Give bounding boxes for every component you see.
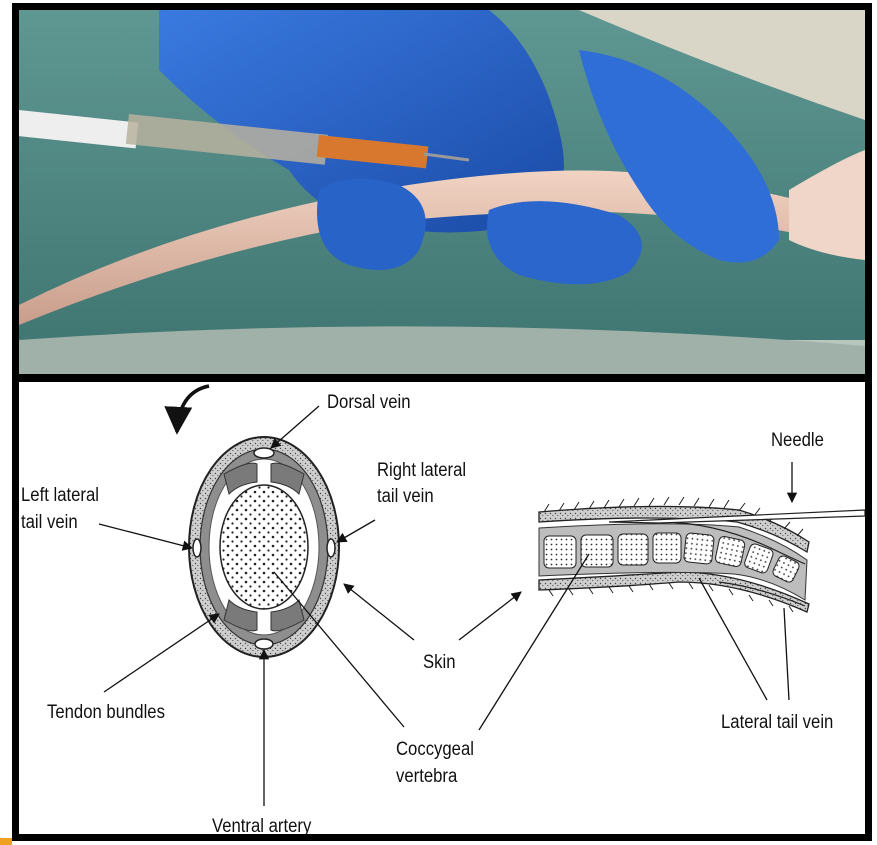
- label-coccygeal-line2: vertebra: [396, 765, 457, 786]
- tail-cross-section: [189, 437, 339, 657]
- label-right-lateral-line1: Right lateral: [377, 459, 466, 480]
- anatomy-svg: Dorsal vein Right lateral tail vein Left…: [19, 382, 865, 834]
- label-left-lateral-line2: tail vein: [21, 511, 78, 532]
- panel-divider: [12, 374, 872, 382]
- label-ventral-artery: Ventral artery: [212, 815, 311, 834]
- label-left-lateral-line1: Left lateral: [21, 484, 99, 505]
- label-lateral-tail-vein: Lateral tail vein: [721, 711, 833, 732]
- injection-photo-illustration: [19, 10, 865, 376]
- label-dorsal-vein: Dorsal vein: [327, 391, 411, 412]
- ventral-artery: [255, 639, 273, 649]
- label-tendon-bundles: Tendon bundles: [47, 701, 165, 722]
- tail-longitudinal-section: [539, 497, 865, 612]
- label-right-lateral-line2: tail vein: [377, 485, 434, 506]
- right-lateral-tail-vein: [327, 539, 335, 557]
- dorsal-vein: [254, 448, 274, 458]
- left-lateral-tail-vein: [193, 539, 201, 557]
- label-coccygeal-line1: Coccygeal: [396, 738, 474, 759]
- coccygeal-vertebra: [220, 485, 308, 609]
- rotation-arrow: [177, 386, 209, 432]
- injection-photo: [19, 10, 865, 376]
- label-skin: Skin: [423, 651, 455, 672]
- corner-mark: [0, 838, 12, 845]
- tail-anatomy-diagram: Dorsal vein Right lateral tail vein Left…: [19, 382, 865, 834]
- label-needle: Needle: [771, 429, 824, 450]
